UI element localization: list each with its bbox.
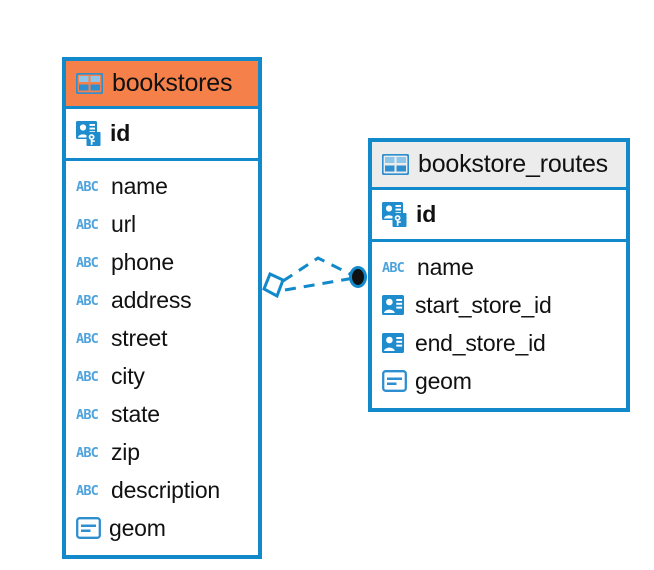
- field-row[interactable]: ABC description: [76, 471, 248, 509]
- rhombus-marker: [262, 271, 285, 299]
- primary-key-section: id: [372, 190, 626, 242]
- svg-text:ABC: ABC: [76, 369, 99, 384]
- foreign-key-icon: [382, 332, 407, 355]
- field-row-primary-key[interactable]: id: [382, 195, 616, 233]
- text-type-icon: ABC: [76, 407, 103, 422]
- field-name: url: [111, 210, 136, 237]
- field-name: end_store_id: [415, 329, 546, 356]
- entity-header-bookstores[interactable]: bookstores: [66, 61, 258, 109]
- geometry-type-icon: [382, 370, 407, 392]
- text-type-icon: ABC: [76, 293, 103, 308]
- field-name: address: [111, 286, 192, 313]
- text-type-icon: ABC: [76, 483, 103, 498]
- field-name: name: [417, 253, 474, 280]
- field-row[interactable]: geom: [76, 509, 248, 547]
- field-name: name: [111, 172, 168, 199]
- relationship-line-upper: [282, 256, 355, 283]
- primary-key-icon: [382, 201, 408, 227]
- fields-section: ABC name ABC url ABC: [66, 161, 258, 555]
- text-type-icon: ABC: [76, 255, 103, 270]
- svg-text:ABC: ABC: [76, 483, 99, 498]
- field-row[interactable]: ABC state: [76, 395, 248, 433]
- svg-text:ABC: ABC: [76, 331, 99, 346]
- field-row[interactable]: ABC city: [76, 357, 248, 395]
- text-type-icon: ABC: [76, 331, 103, 346]
- field-name: zip: [111, 438, 140, 465]
- svg-text:ABC: ABC: [382, 260, 405, 275]
- entity-title: bookstore_routes: [418, 150, 608, 178]
- field-name: geom: [415, 367, 472, 394]
- geometry-type-icon: [76, 517, 101, 539]
- field-row[interactable]: geom: [382, 362, 616, 400]
- field-row[interactable]: ABC url: [76, 205, 248, 243]
- field-row[interactable]: ABC address: [76, 281, 248, 319]
- relationship-line-lower: [284, 276, 355, 292]
- text-type-icon: ABC: [76, 445, 103, 460]
- field-name: street: [111, 324, 168, 351]
- field-row[interactable]: ABC street: [76, 319, 248, 357]
- field-row[interactable]: start_store_id: [382, 286, 616, 324]
- text-type-icon: ABC: [382, 260, 409, 275]
- table-icon: [76, 73, 103, 94]
- table-icon: [382, 154, 409, 175]
- text-type-icon: ABC: [76, 369, 103, 384]
- svg-text:ABC: ABC: [76, 445, 99, 460]
- field-name: state: [111, 400, 160, 427]
- svg-text:ABC: ABC: [76, 293, 99, 308]
- field-name: city: [111, 362, 145, 389]
- svg-text:ABC: ABC: [76, 179, 99, 194]
- field-name: description: [111, 476, 221, 503]
- field-name: start_store_id: [415, 291, 552, 318]
- primary-key-icon: [76, 120, 102, 146]
- field-name: id: [416, 200, 437, 227]
- text-type-icon: ABC: [76, 217, 103, 232]
- field-row[interactable]: ABC zip: [76, 433, 248, 471]
- text-type-icon: ABC: [76, 179, 103, 194]
- field-row[interactable]: ABC name: [76, 167, 248, 205]
- field-name: geom: [109, 514, 166, 541]
- field-name: id: [110, 119, 131, 146]
- svg-text:ABC: ABC: [76, 407, 99, 422]
- entity-bookstores[interactable]: bookstores: [62, 57, 262, 559]
- filled-circle-marker: [349, 266, 367, 288]
- primary-key-section: id: [66, 109, 258, 161]
- fields-section: ABC name start_store_id: [372, 242, 626, 408]
- field-row-primary-key[interactable]: id: [76, 114, 248, 152]
- field-row[interactable]: end_store_id: [382, 324, 616, 362]
- entity-title: bookstores: [112, 69, 233, 97]
- foreign-key-icon: [382, 294, 407, 317]
- svg-text:ABC: ABC: [76, 217, 99, 232]
- svg-text:ABC: ABC: [76, 255, 99, 270]
- entity-bookstore-routes[interactable]: bookstore_routes: [368, 138, 630, 412]
- field-row[interactable]: ABC name: [382, 248, 616, 286]
- field-name: phone: [111, 248, 174, 275]
- field-row[interactable]: ABC phone: [76, 243, 248, 281]
- entity-header-bookstore-routes[interactable]: bookstore_routes: [372, 142, 626, 190]
